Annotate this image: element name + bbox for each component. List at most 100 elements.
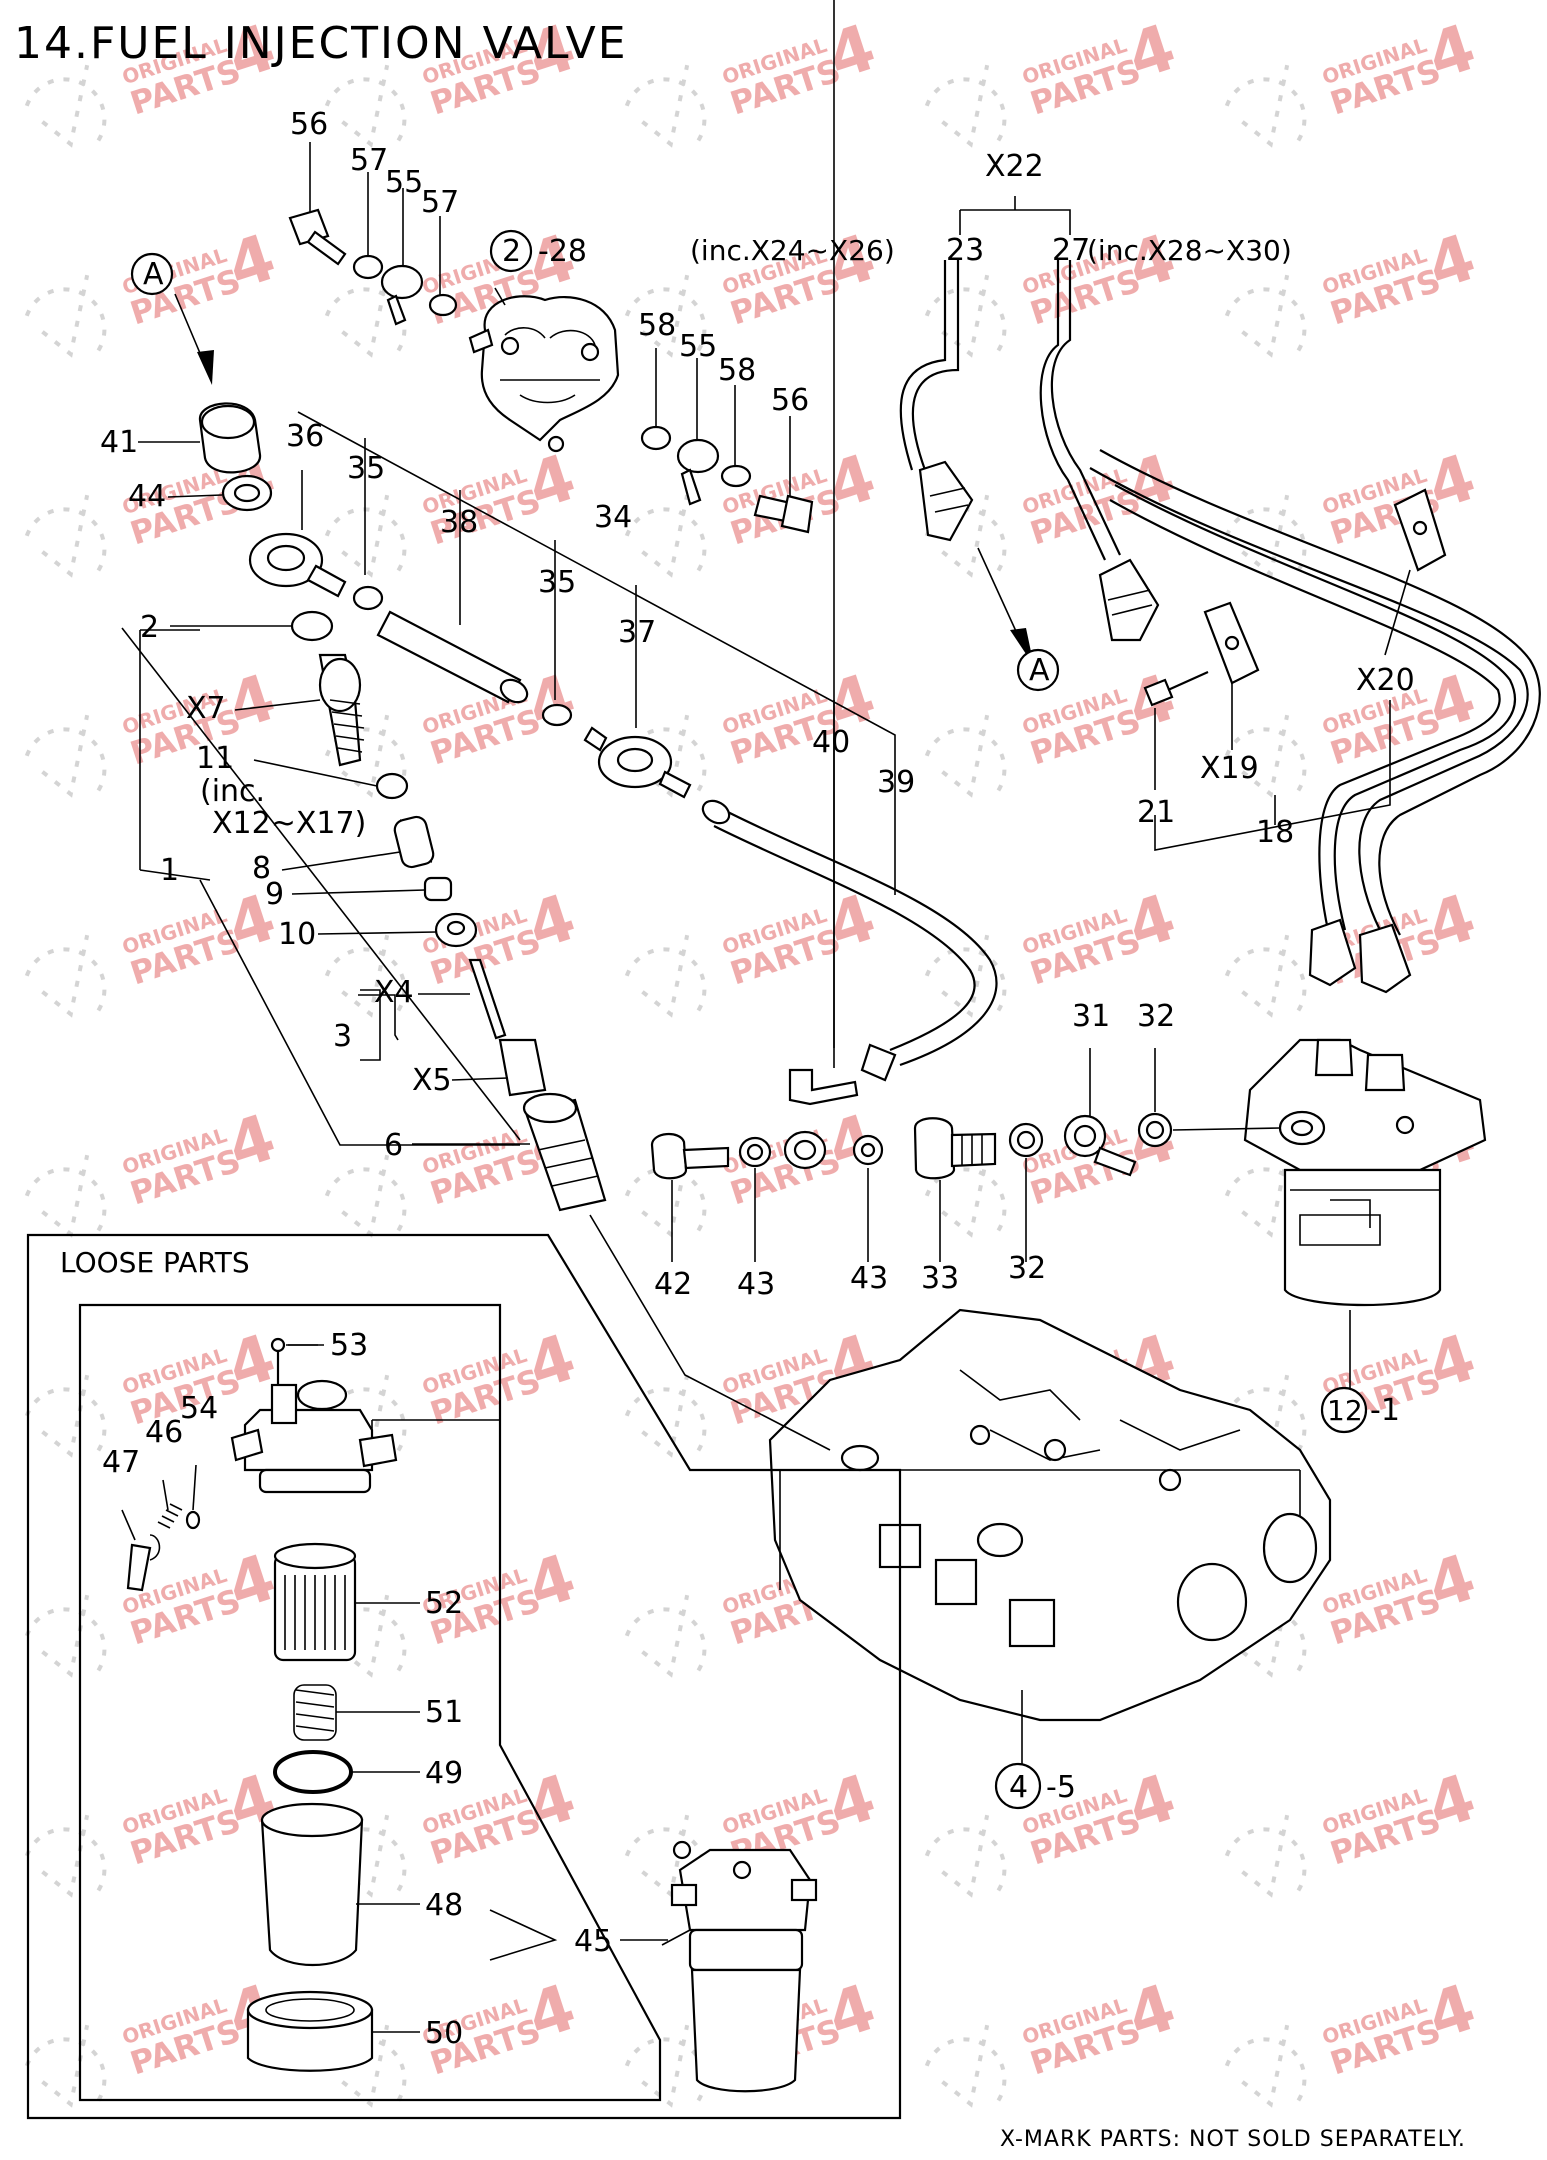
filter-frame — [78, 1303, 662, 2102]
banjo-hole — [616, 747, 654, 773]
label-57a: 57 — [350, 143, 388, 178]
label-45: 45 — [574, 1924, 612, 1959]
leader-line — [489, 1909, 558, 1961]
pipe-clip — [860, 1043, 897, 1082]
bolt-shank — [306, 230, 347, 266]
watermark-check-icon — [624, 1154, 707, 1239]
thread-lines — [329, 699, 365, 753]
assembled-filter-port — [790, 1878, 818, 1902]
watermark-check-icon — [24, 2024, 107, 2109]
delivery-valve — [1314, 1038, 1354, 1077]
label-48: 48 — [425, 1888, 463, 1923]
washer-hole — [1145, 1120, 1165, 1140]
pump-port — [500, 336, 520, 356]
return-pipe — [713, 825, 976, 1052]
label-56a: 56 — [290, 107, 328, 142]
leak-off-assembly — [248, 0, 998, 1106]
label-34: 34 — [594, 500, 632, 535]
filter-inlet — [230, 1428, 264, 1462]
label-23: 23 — [946, 233, 984, 268]
delivery-valve — [1364, 1053, 1406, 1092]
assembled-filter-ring — [688, 1928, 804, 1972]
o-ring-part — [185, 1510, 201, 1530]
washer-part — [352, 254, 384, 280]
callout-circle — [994, 1762, 1042, 1810]
assembled-filter-screw — [672, 1840, 692, 1860]
label-x20: X20 — [1356, 663, 1415, 698]
label-43b: 43 — [850, 1261, 888, 1296]
pipe-long — [1114, 484, 1516, 931]
label-33: 33 — [921, 1261, 959, 1296]
spring-shape — [393, 815, 435, 869]
eye-joint-stub — [386, 294, 407, 326]
clip-part — [352, 585, 384, 611]
leader-line — [371, 1419, 500, 1430]
label-35a: 35 — [347, 451, 385, 486]
port-opening — [1008, 1598, 1056, 1648]
cylinder-head — [589, 1214, 1332, 1770]
watermark-check-icon — [324, 274, 407, 359]
leader-line — [494, 287, 506, 306]
filter-pleats — [284, 1575, 346, 1650]
bracket-line — [360, 989, 381, 1061]
label-inc-11: (inc. — [200, 774, 265, 809]
distance-piece-hole — [446, 920, 466, 936]
pipe-nut-detail — [1107, 589, 1153, 616]
label-36: 36 — [286, 419, 324, 454]
eye-joint-stub — [1093, 1146, 1137, 1177]
nozzle-body-part — [498, 1038, 547, 1097]
label-39: 39 — [877, 765, 915, 800]
bolt-head — [650, 1133, 688, 1180]
leader-line — [281, 851, 401, 871]
bolt-hole — [969, 1424, 991, 1446]
watermark-check-icon — [24, 274, 107, 359]
bracket-line — [1154, 700, 1391, 851]
watermark-check-icon — [1224, 2024, 1307, 2109]
assembled-filter-bowl — [690, 1968, 802, 2093]
leader-line — [162, 1479, 169, 1511]
arrow-head — [197, 350, 214, 385]
port-opening — [1176, 1562, 1248, 1642]
label-27: 27 — [1052, 233, 1090, 268]
label-44: 44 — [128, 479, 166, 514]
watermark-check-icon — [624, 1374, 707, 1459]
label-58b: 58 — [718, 353, 756, 388]
label-31: 31 — [1072, 999, 1110, 1034]
retaining-nut-top — [522, 1092, 578, 1124]
pipe-nut — [1098, 558, 1160, 642]
callout-circle — [1320, 1386, 1368, 1434]
watermark-check-icon — [324, 64, 407, 149]
port-opening — [934, 1558, 978, 1606]
bolt-shank — [950, 1132, 997, 1168]
watermark-check-icon — [324, 934, 407, 1019]
clamp-hole — [1412, 520, 1428, 536]
pipe-long — [1109, 499, 1501, 931]
label-54: 54 — [180, 1391, 218, 1426]
nozzle-bore — [976, 1522, 1024, 1558]
watermark-check-icon — [24, 934, 107, 1019]
label-32a: 32 — [1137, 999, 1175, 1034]
watermark-check-icon — [324, 1154, 407, 1239]
pump-lever — [547, 435, 565, 453]
watermark-check-icon — [924, 64, 1007, 149]
injection-pipe-assembly — [899, 196, 1541, 994]
label-21: 21 — [1137, 795, 1175, 830]
washer-hole — [1016, 1130, 1036, 1150]
assembled-filter-screw — [732, 1860, 752, 1880]
watermark-check-icon — [624, 494, 707, 579]
bolt-shank — [682, 1146, 730, 1170]
leader-line — [167, 494, 223, 498]
head-detail — [959, 1369, 1241, 1461]
leader-line — [661, 1929, 691, 1946]
